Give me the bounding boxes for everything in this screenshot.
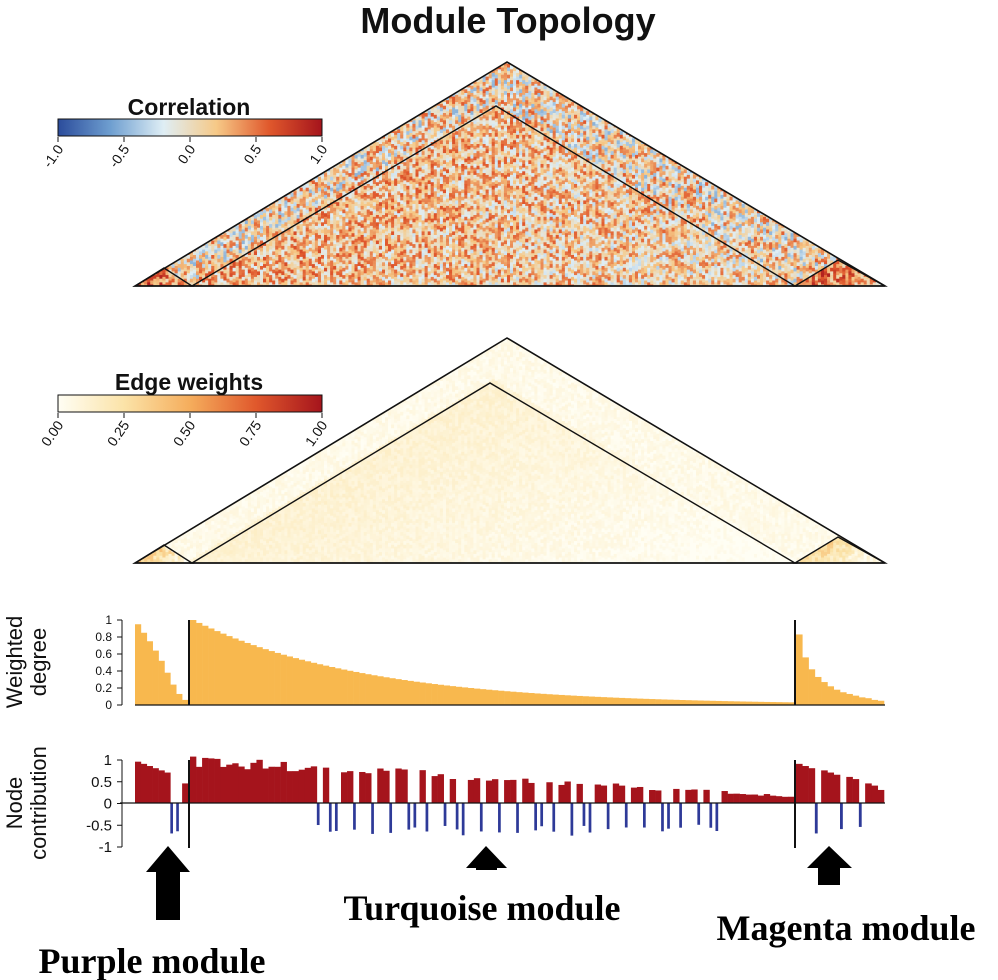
chart-title: Module Topology [360,0,655,41]
